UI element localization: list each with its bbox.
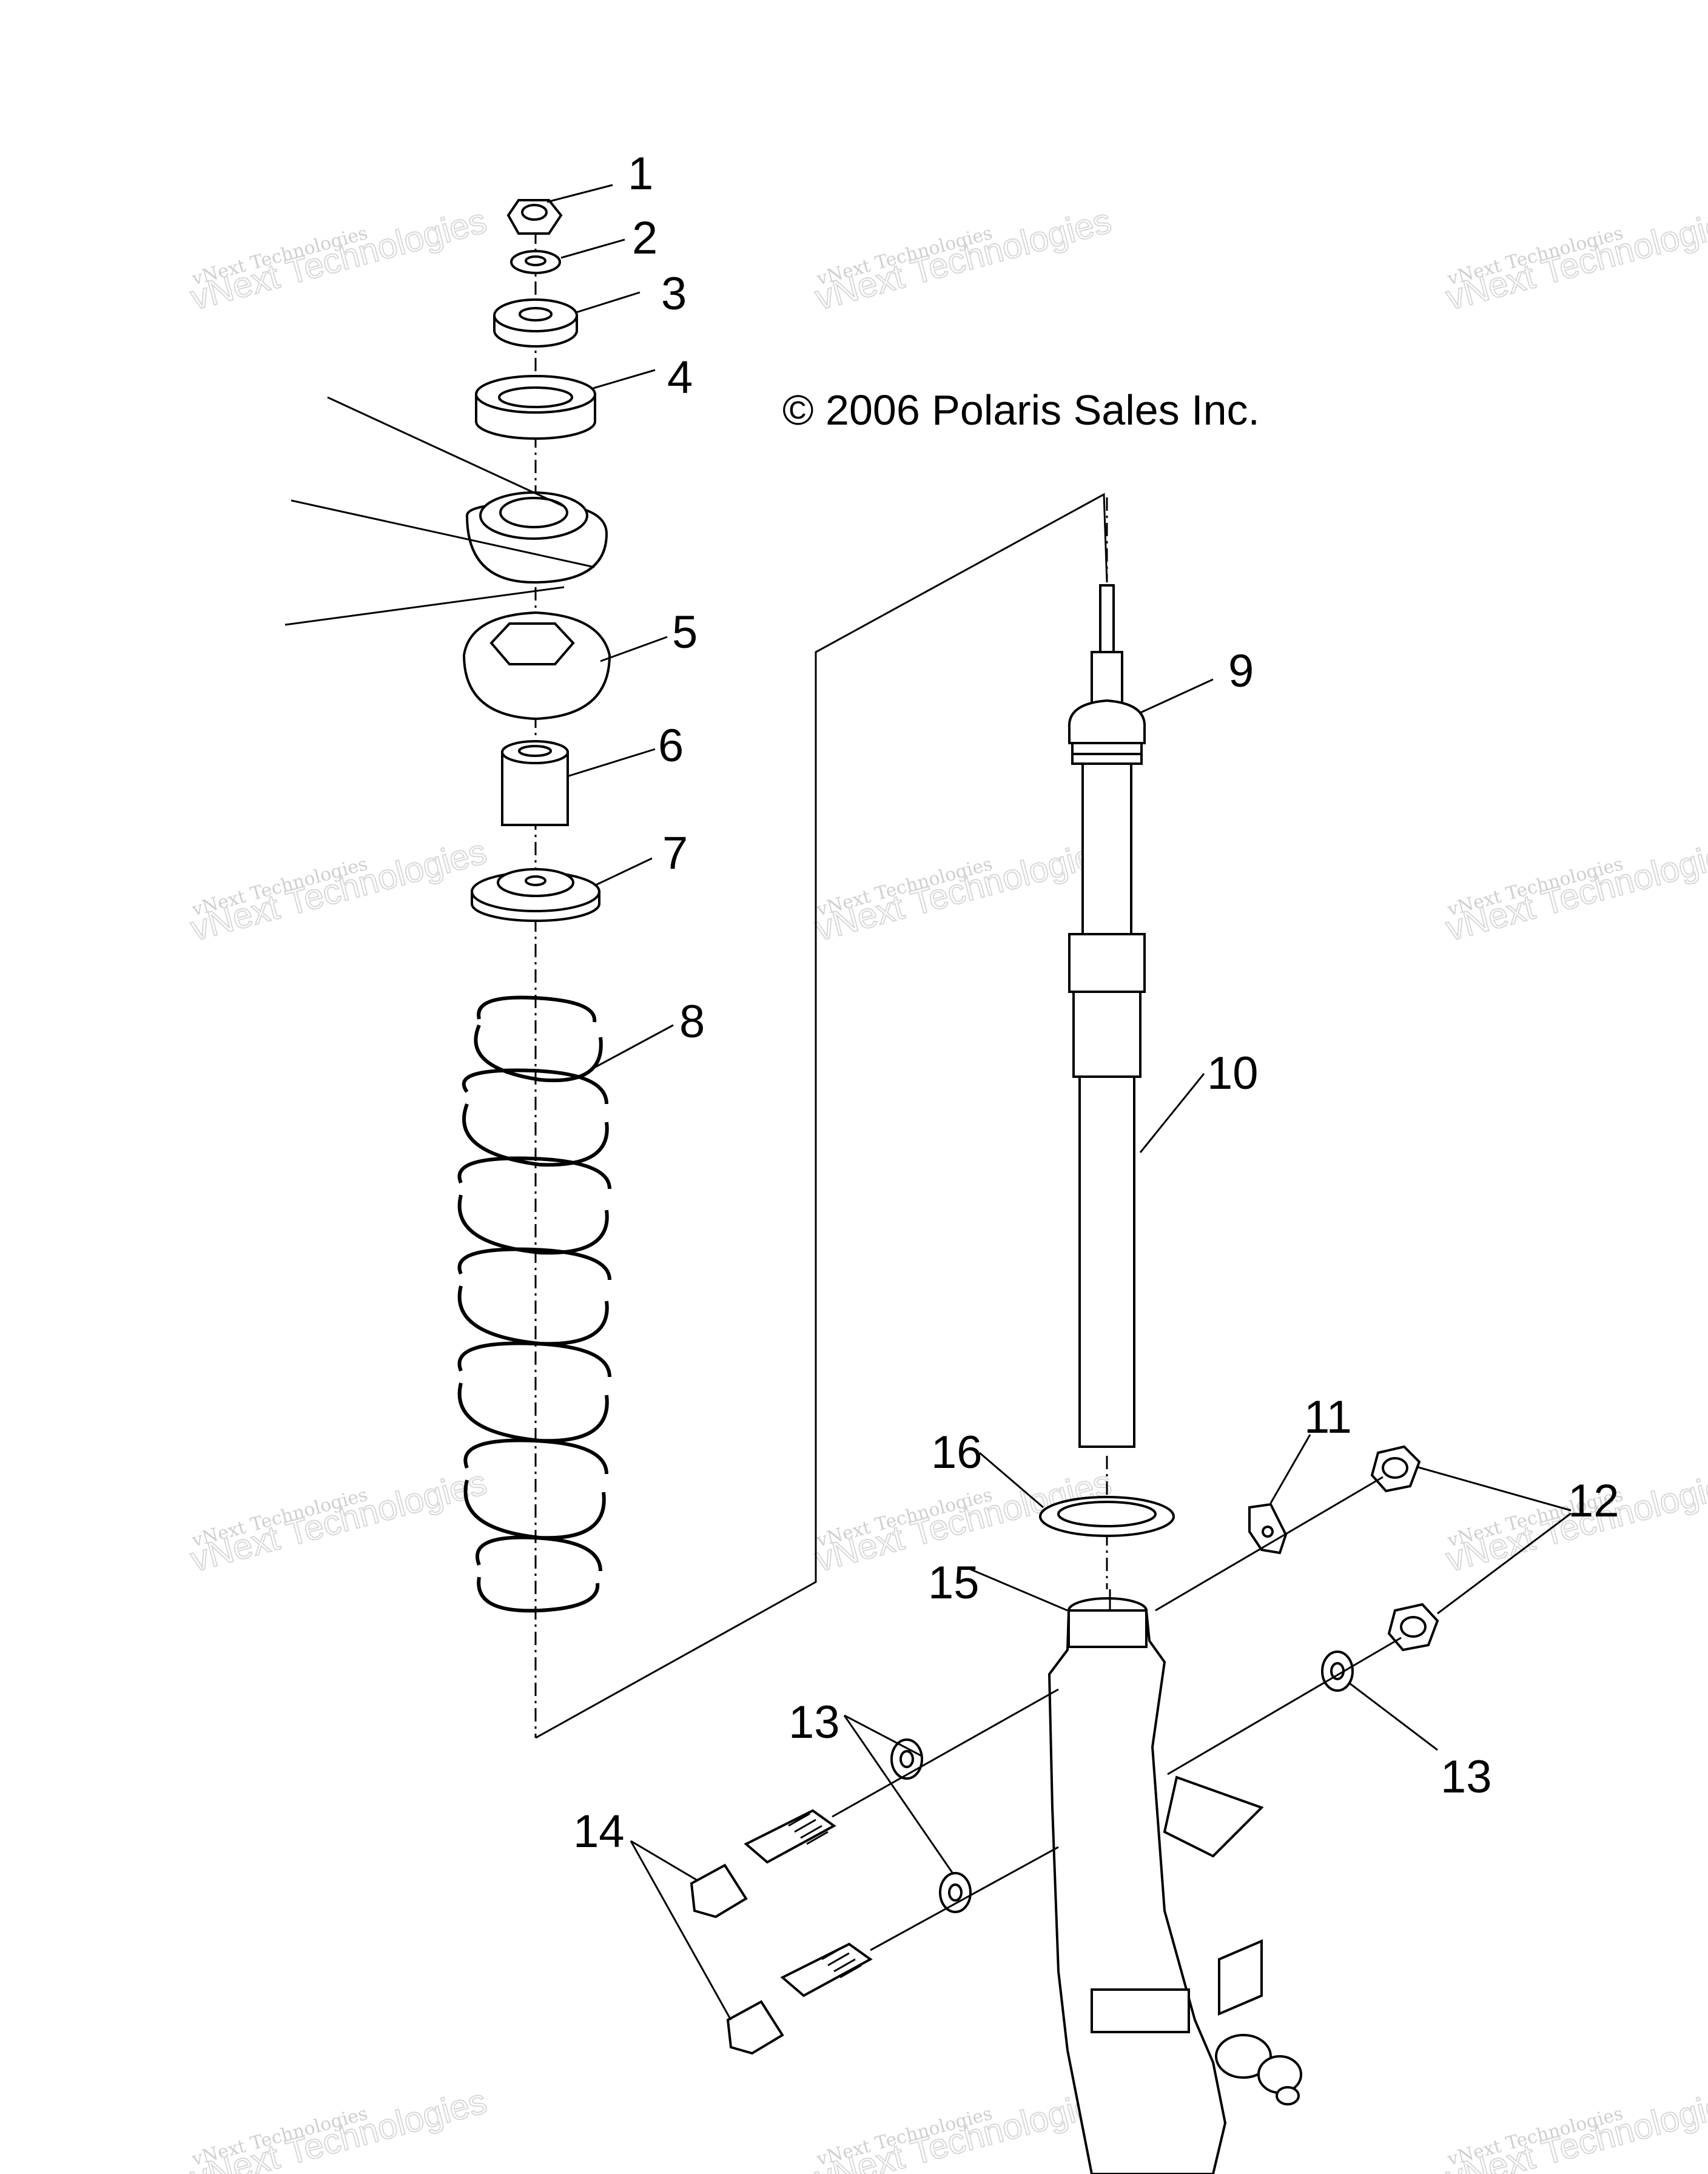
- part-4-bearing: [475, 375, 596, 440]
- part-13-washer-b: [939, 1872, 972, 1913]
- part-5-bump-stop: [462, 611, 611, 721]
- part-14-bolt-upper: [690, 1809, 836, 1919]
- spring-cup: [284, 396, 608, 626]
- callout-3: 3: [661, 268, 687, 320]
- callout-12: 12: [1568, 1475, 1619, 1527]
- part-11-brake-line-clip: [1248, 1503, 1288, 1555]
- assembly-link-line: [535, 493, 1108, 1739]
- part-16-seal-ring: [1039, 1496, 1175, 1537]
- callout-13a: 13: [788, 1697, 840, 1748]
- part-13-washer-a: [890, 1738, 923, 1780]
- copyright-notice: © 2006 Polaris Sales Inc.: [782, 386, 1260, 434]
- part-3-washer: [493, 298, 578, 348]
- callout-5: 5: [672, 607, 698, 658]
- callout-7: 7: [662, 827, 688, 879]
- part-15-strut-housing: [1047, 1597, 1302, 2174]
- part-9-jounce-bumper: [1068, 699, 1146, 765]
- part-7-spring-seat: [471, 868, 600, 922]
- svg-text:vNext Technologies: vNext Technologies: [186, 2081, 491, 2174]
- part-14-bolt-lower: [726, 1942, 873, 2055]
- part-13-washer-c: [1321, 1651, 1354, 1692]
- callout-9: 9: [1228, 645, 1254, 697]
- part-2-washer: [510, 250, 561, 274]
- callout-2: 2: [632, 212, 657, 264]
- callouts: 1 2 3 4 5 6 7 8 9 10 11 12 13 13 14 15 1…: [573, 148, 1619, 1857]
- part-8-coil-spring: [457, 995, 611, 1613]
- callout-13b: 13: [1441, 1751, 1492, 1803]
- fastener-axis-lines: [832, 1476, 1402, 1951]
- leader-lines: [546, 184, 1572, 2021]
- callout-6: 6: [658, 720, 684, 772]
- svg-text:vNext Technologies: vNext Technologies: [1442, 2081, 1708, 2174]
- callout-11: 11: [1304, 1392, 1352, 1443]
- part-12-nut-lower: [1387, 1603, 1439, 1652]
- part-12-nut-upper: [1370, 1445, 1421, 1493]
- callout-14: 14: [573, 1806, 625, 1857]
- callout-4: 4: [667, 352, 693, 403]
- callout-8: 8: [679, 996, 705, 1048]
- callout-16: 16: [931, 1427, 983, 1478]
- callout-10: 10: [1207, 1048, 1259, 1099]
- part-1-nut: [506, 199, 563, 235]
- callout-15: 15: [928, 1557, 980, 1609]
- part-6-bushing: [501, 740, 569, 826]
- svg-text:vNext Technologies: vNext Technologies: [811, 2081, 1115, 2174]
- callout-1: 1: [628, 148, 653, 200]
- part-10-shock-absorber: [1068, 584, 1146, 1448]
